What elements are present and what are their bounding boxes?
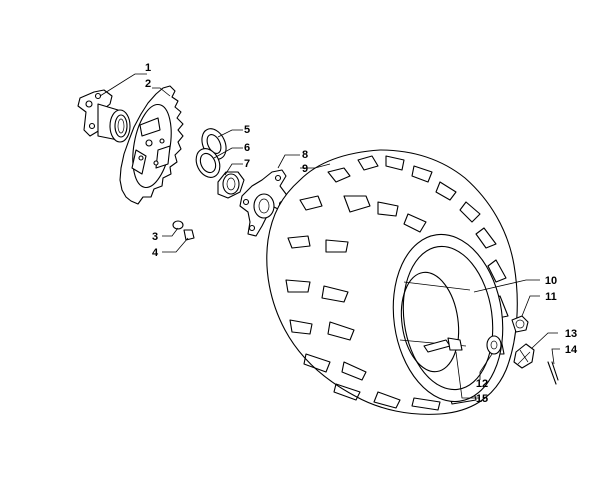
callout-3: 3 <box>152 231 158 243</box>
leader-lines <box>99 73 560 399</box>
callout-2: 2 <box>145 78 151 90</box>
callout-13: 13 <box>565 328 577 340</box>
callout-10: 10 <box>545 275 557 287</box>
cotter-pin-14 <box>547 361 559 385</box>
lug-nut <box>511 315 529 333</box>
callout-14: 14 <box>565 344 578 356</box>
callout-11: 11 <box>545 291 557 303</box>
callout-12: 12 <box>476 378 488 390</box>
wheel-hub <box>239 169 289 237</box>
callout-5: 5 <box>244 124 250 136</box>
sprocket-hub <box>77 89 131 143</box>
callout-8: 8 <box>302 149 308 161</box>
callout-4: 4 <box>152 247 159 259</box>
callout-labels: 1 2 3 4 5 6 7 8 9 10 11 12 13 14 15 <box>145 62 578 405</box>
spacer-ring <box>195 148 221 178</box>
hub-cap-13 <box>513 343 535 369</box>
callout-1: 1 <box>145 62 151 74</box>
wheel-stud-15 <box>423 337 463 353</box>
sprocket <box>119 85 184 205</box>
callout-7: 7 <box>244 158 250 170</box>
callout-9: 9 <box>302 163 308 175</box>
washer-12 <box>486 335 502 355</box>
castle-nut <box>217 171 245 199</box>
washer-bolt-3-4 <box>172 220 195 241</box>
callout-15: 15 <box>476 393 488 405</box>
callout-6: 6 <box>244 142 250 154</box>
